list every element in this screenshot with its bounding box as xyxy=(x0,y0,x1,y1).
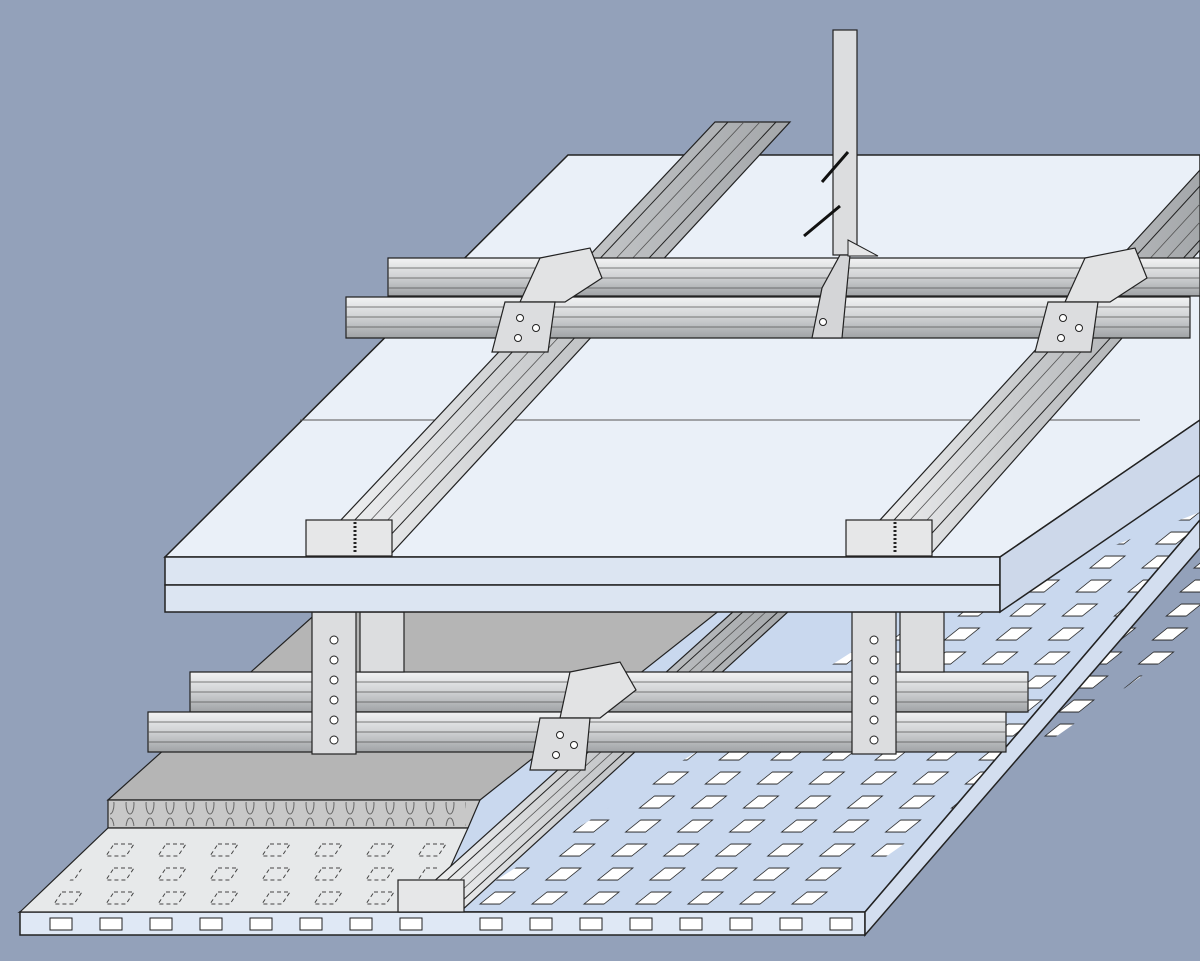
upper-cross-connector-right xyxy=(1034,247,1148,353)
adjustable-hanger xyxy=(803,29,879,339)
lower-board-side-edge xyxy=(864,518,1200,938)
upper-board-front-edge-2 xyxy=(164,584,1001,613)
edge-perforation xyxy=(49,917,853,931)
upper-board-front-edge-1 xyxy=(164,556,1001,586)
cross-connector-clip xyxy=(529,661,637,771)
upper-cross-connector-left xyxy=(491,247,603,353)
mineral-wool-texture xyxy=(110,802,466,826)
upper-layer xyxy=(163,29,1200,614)
plaster-board-hole-marks xyxy=(45,835,455,905)
upper-board-side-edge xyxy=(999,419,1200,614)
